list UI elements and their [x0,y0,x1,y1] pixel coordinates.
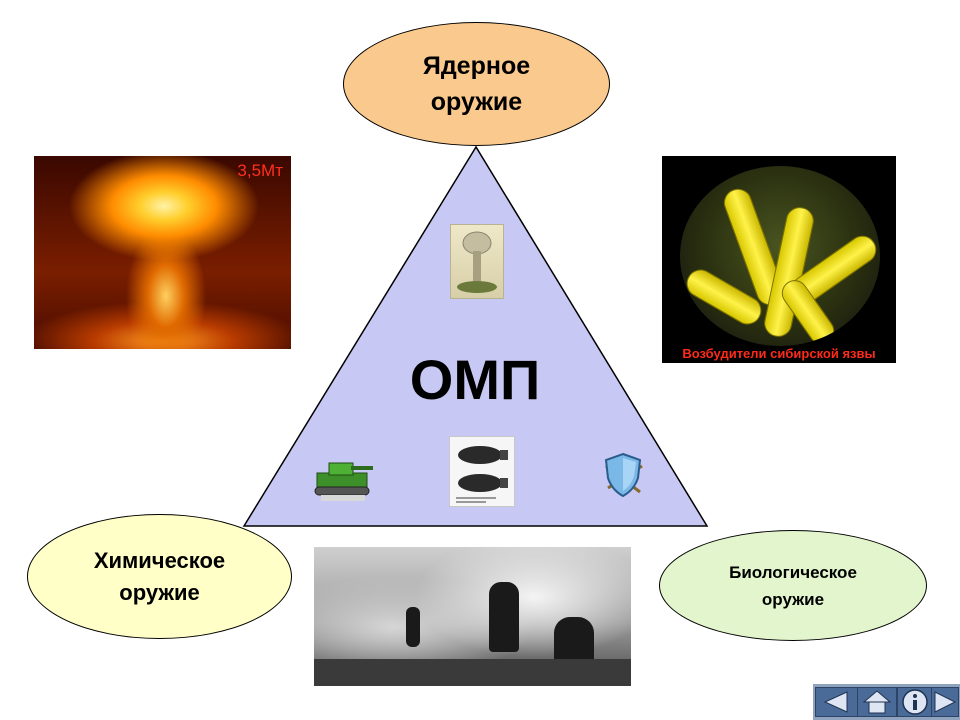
arrow-left-icon [823,691,848,713]
yield-label: 3,5Мт [237,161,283,180]
tank-icon [311,445,377,505]
previous-slide-button[interactable] [815,687,859,717]
home-button[interactable] [857,687,897,717]
next-slide-button[interactable] [931,687,959,717]
chemical-attack-photo [314,547,631,686]
microscope-field [680,166,880,346]
center-title: ОМП [409,348,541,411]
biological-weapon-oval: Биологическое оружие [659,530,927,641]
biological-weapon-label: Биологическое оружие [729,562,857,609]
info-icon [902,689,928,715]
chemical-weapon-oval: Химическое оружие [27,514,292,639]
nuclear-weapon-label: Ядерное оружие [422,52,531,116]
mushroom-cloud-icon [450,224,504,299]
bio-caption: Возбудители сибирской язвы [682,346,876,361]
nuclear-weapon-oval: Ядерное оружие [343,22,610,146]
aerial-bombs-icon [449,436,515,507]
anthrax-bacteria-photo: Возбудители сибирской язвы [662,156,896,363]
home-icon [862,690,892,714]
nuclear-explosion-photo: 3,5Мт [34,156,291,349]
chemical-weapon-label: Химическое оружие [93,547,226,605]
info-button[interactable] [897,687,933,717]
navigation-bar [813,684,960,720]
shield-swords-icon [596,448,650,504]
arrow-right-icon [934,691,957,713]
soldier-silhouette [489,582,519,652]
